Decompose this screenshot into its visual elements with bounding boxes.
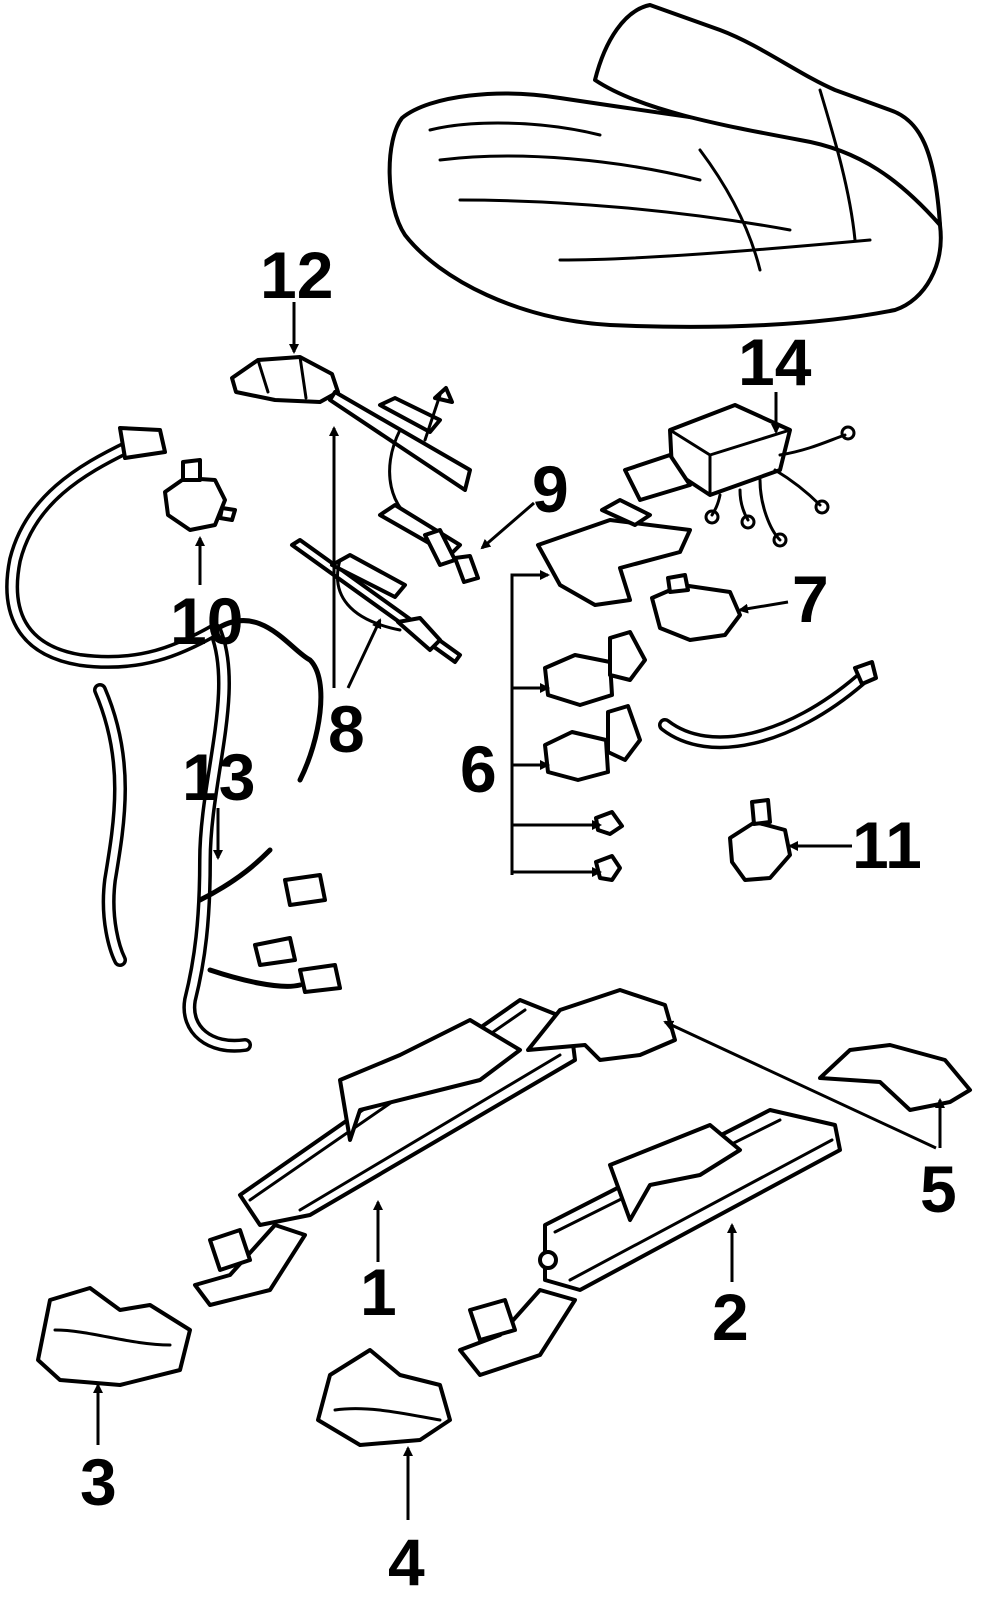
leader-7 bbox=[738, 600, 789, 614]
callout-9: 9 bbox=[532, 452, 569, 526]
part-14-module bbox=[623, 403, 856, 548]
callout-14: 14 bbox=[738, 325, 812, 399]
part-4-track-cover bbox=[316, 1348, 452, 1447]
part-11-switch bbox=[728, 798, 792, 882]
part-1-seat-track bbox=[193, 998, 577, 1307]
callout-12: 12 bbox=[260, 238, 333, 312]
callout-5: 5 bbox=[920, 1152, 957, 1226]
callout-13: 13 bbox=[182, 740, 255, 814]
leader-5a bbox=[663, 1020, 937, 1150]
part-9-fitting bbox=[423, 528, 480, 584]
callout-8: 8 bbox=[328, 692, 365, 766]
part-7-motor bbox=[650, 573, 742, 642]
part-6-motor-assembly bbox=[536, 498, 692, 882]
callout-1: 1 bbox=[360, 1255, 397, 1329]
leader-8b bbox=[346, 618, 382, 689]
part-13-wiring-harness bbox=[5, 426, 342, 1053]
part-2-seat-track bbox=[458, 1108, 842, 1377]
callout-10: 10 bbox=[170, 584, 243, 658]
callout-11: 11 bbox=[852, 808, 922, 882]
part-5-track-covers bbox=[526, 988, 972, 1112]
drive-cable bbox=[658, 660, 878, 750]
callout-3: 3 bbox=[80, 1445, 117, 1519]
leader-lines bbox=[93, 302, 945, 1520]
callout-2: 2 bbox=[712, 1280, 749, 1354]
seat-cushion bbox=[387, 3, 943, 329]
leader-6-bracket bbox=[510, 573, 548, 875]
part-10-switch bbox=[163, 458, 237, 532]
leader-9 bbox=[480, 501, 535, 550]
callout-4: 4 bbox=[388, 1525, 425, 1598]
callout-6: 6 bbox=[460, 732, 497, 806]
callout-7: 7 bbox=[792, 562, 829, 636]
part-8-cable-assembly bbox=[290, 386, 472, 664]
part-12-bracket bbox=[230, 355, 340, 404]
callout-labels: 12 14 9 10 7 8 6 11 13 1 2 3 4 5 bbox=[80, 238, 957, 1598]
part-3-track-cover bbox=[36, 1286, 192, 1387]
